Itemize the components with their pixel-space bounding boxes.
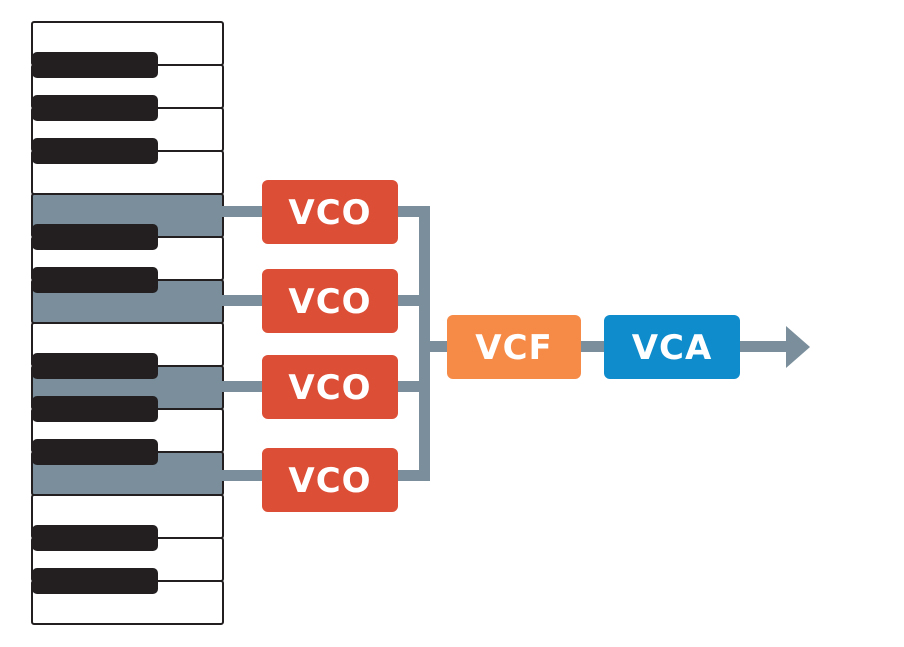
key-to-vco-line-2 bbox=[222, 295, 264, 306]
vca-box: VCA bbox=[604, 315, 740, 379]
black-key bbox=[32, 52, 158, 78]
black-key bbox=[32, 138, 158, 164]
black-key bbox=[32, 525, 158, 551]
vco-to-bus-line-2 bbox=[396, 295, 430, 306]
black-key bbox=[32, 224, 158, 250]
black-key bbox=[32, 267, 158, 293]
piano-keyboard bbox=[31, 21, 224, 625]
bus-to-vcf-line bbox=[419, 341, 449, 352]
vco-label-1: VCO bbox=[288, 193, 371, 233]
vco-to-bus-line-1 bbox=[396, 206, 430, 217]
vco-box-4: VCO bbox=[262, 448, 398, 512]
vco-to-bus-line-4 bbox=[396, 470, 430, 481]
key-to-vco-line-3 bbox=[222, 381, 264, 392]
black-key bbox=[32, 353, 158, 379]
vco-label-3: VCO bbox=[288, 368, 371, 408]
black-keys bbox=[32, 52, 158, 594]
output-arrow-icon bbox=[786, 326, 810, 368]
vco-label-2: VCO bbox=[288, 282, 371, 322]
vcf-label: VCF bbox=[475, 328, 553, 368]
key-to-vco-line-1 bbox=[222, 206, 264, 217]
vcf-to-vca-line bbox=[580, 341, 606, 352]
vca-label: VCA bbox=[632, 328, 713, 368]
vco-box-1: VCO bbox=[262, 180, 398, 244]
black-key bbox=[32, 95, 158, 121]
vco-box-2: VCO bbox=[262, 269, 398, 333]
vco-label-4: VCO bbox=[288, 461, 371, 501]
key-to-vco-line-4 bbox=[222, 470, 264, 481]
black-key bbox=[32, 439, 158, 465]
black-key bbox=[32, 568, 158, 594]
vco-box-3: VCO bbox=[262, 355, 398, 419]
signal-connectors bbox=[222, 206, 810, 481]
vco-to-bus-line-3 bbox=[396, 381, 430, 392]
vca-output-line bbox=[738, 341, 790, 352]
vcf-box: VCF bbox=[447, 315, 581, 379]
black-key bbox=[32, 396, 158, 422]
